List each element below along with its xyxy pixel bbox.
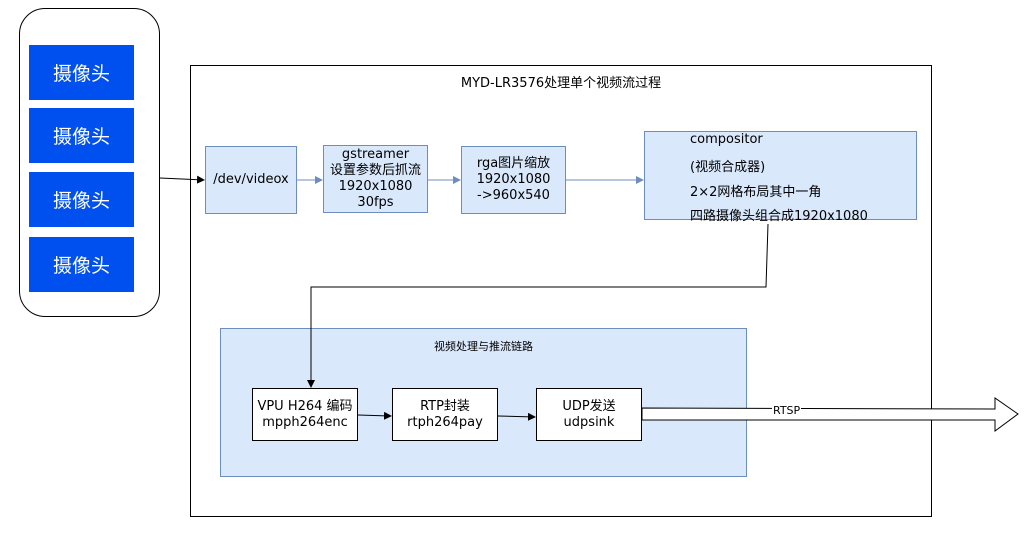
node-text-line: VPU H264 编码: [257, 398, 353, 414]
rga-node: rga图片缩放 1920x1080 ->960x540: [461, 146, 566, 214]
node-text-line: gstreamer: [341, 147, 410, 162]
node-text-line: 30fps: [357, 195, 394, 210]
node-text-line: ->960x540: [477, 188, 550, 203]
camera-box: 摄像头: [29, 237, 134, 292]
edge-compositor-to-vpu: [307, 223, 769, 388]
node-text-line: 设置参数后抓流: [329, 163, 421, 178]
edge-cameras-to-videox: [159, 175, 205, 184]
vpu-encoder-node: VPU H264 编码 mpph264enc: [252, 388, 358, 441]
rtsp-label: RTSP: [772, 404, 802, 417]
node-text-line: 2×2网格布局其中一角: [690, 185, 822, 200]
camera-label: 摄像头: [52, 126, 110, 148]
node-text-line: 四路摄像头组合成1920x1080: [690, 209, 868, 224]
camera-box: 摄像头: [29, 108, 134, 163]
udp-sink-node: UDP发送 udpsink: [536, 388, 642, 441]
node-text-line: 1920x1080: [476, 172, 551, 187]
camera-box: 摄像头: [29, 172, 134, 227]
node-text-line: rga图片缩放: [476, 156, 551, 171]
gstreamer-node: gstreamer 设置参数后抓流 1920x1080 30fps: [323, 145, 428, 213]
dev-videox-node: /dev/videox: [205, 146, 297, 214]
node-text-line: UDP发送: [562, 398, 616, 414]
edge-vpu-to-rtp: [357, 411, 392, 420]
camera-label: 摄像头: [52, 63, 110, 85]
node-text-line: rtph264pay: [407, 414, 483, 430]
pipeline-title: 视频处理与推流链路: [434, 340, 533, 353]
node-text-line: compositor: [690, 132, 763, 147]
node-text-line: /dev/videox: [213, 172, 289, 187]
camera-box: 摄像头: [29, 45, 134, 100]
node-text-line: (视频合成器): [690, 160, 766, 175]
node-text-line: udpsink: [563, 414, 615, 430]
camera-label: 摄像头: [52, 190, 110, 212]
node-text-line: mpph264enc: [262, 414, 348, 430]
node-text-line: 1920x1080: [338, 179, 413, 194]
rtp-pay-node: RTP封装 rtph264pay: [392, 388, 498, 441]
rtsp-output-arrow: [641, 397, 1019, 432]
camera-label: 摄像头: [52, 255, 110, 277]
compositor-node: compositor (视频合成器) 2×2网格布局其中一角 四路摄像头组合成1…: [644, 131, 917, 224]
main-frame-title: MYD-LR3576处理单个视频流过程: [460, 76, 662, 91]
node-text-line: RTP封装: [420, 398, 470, 414]
edge-rtp-to-udp: [497, 412, 536, 421]
